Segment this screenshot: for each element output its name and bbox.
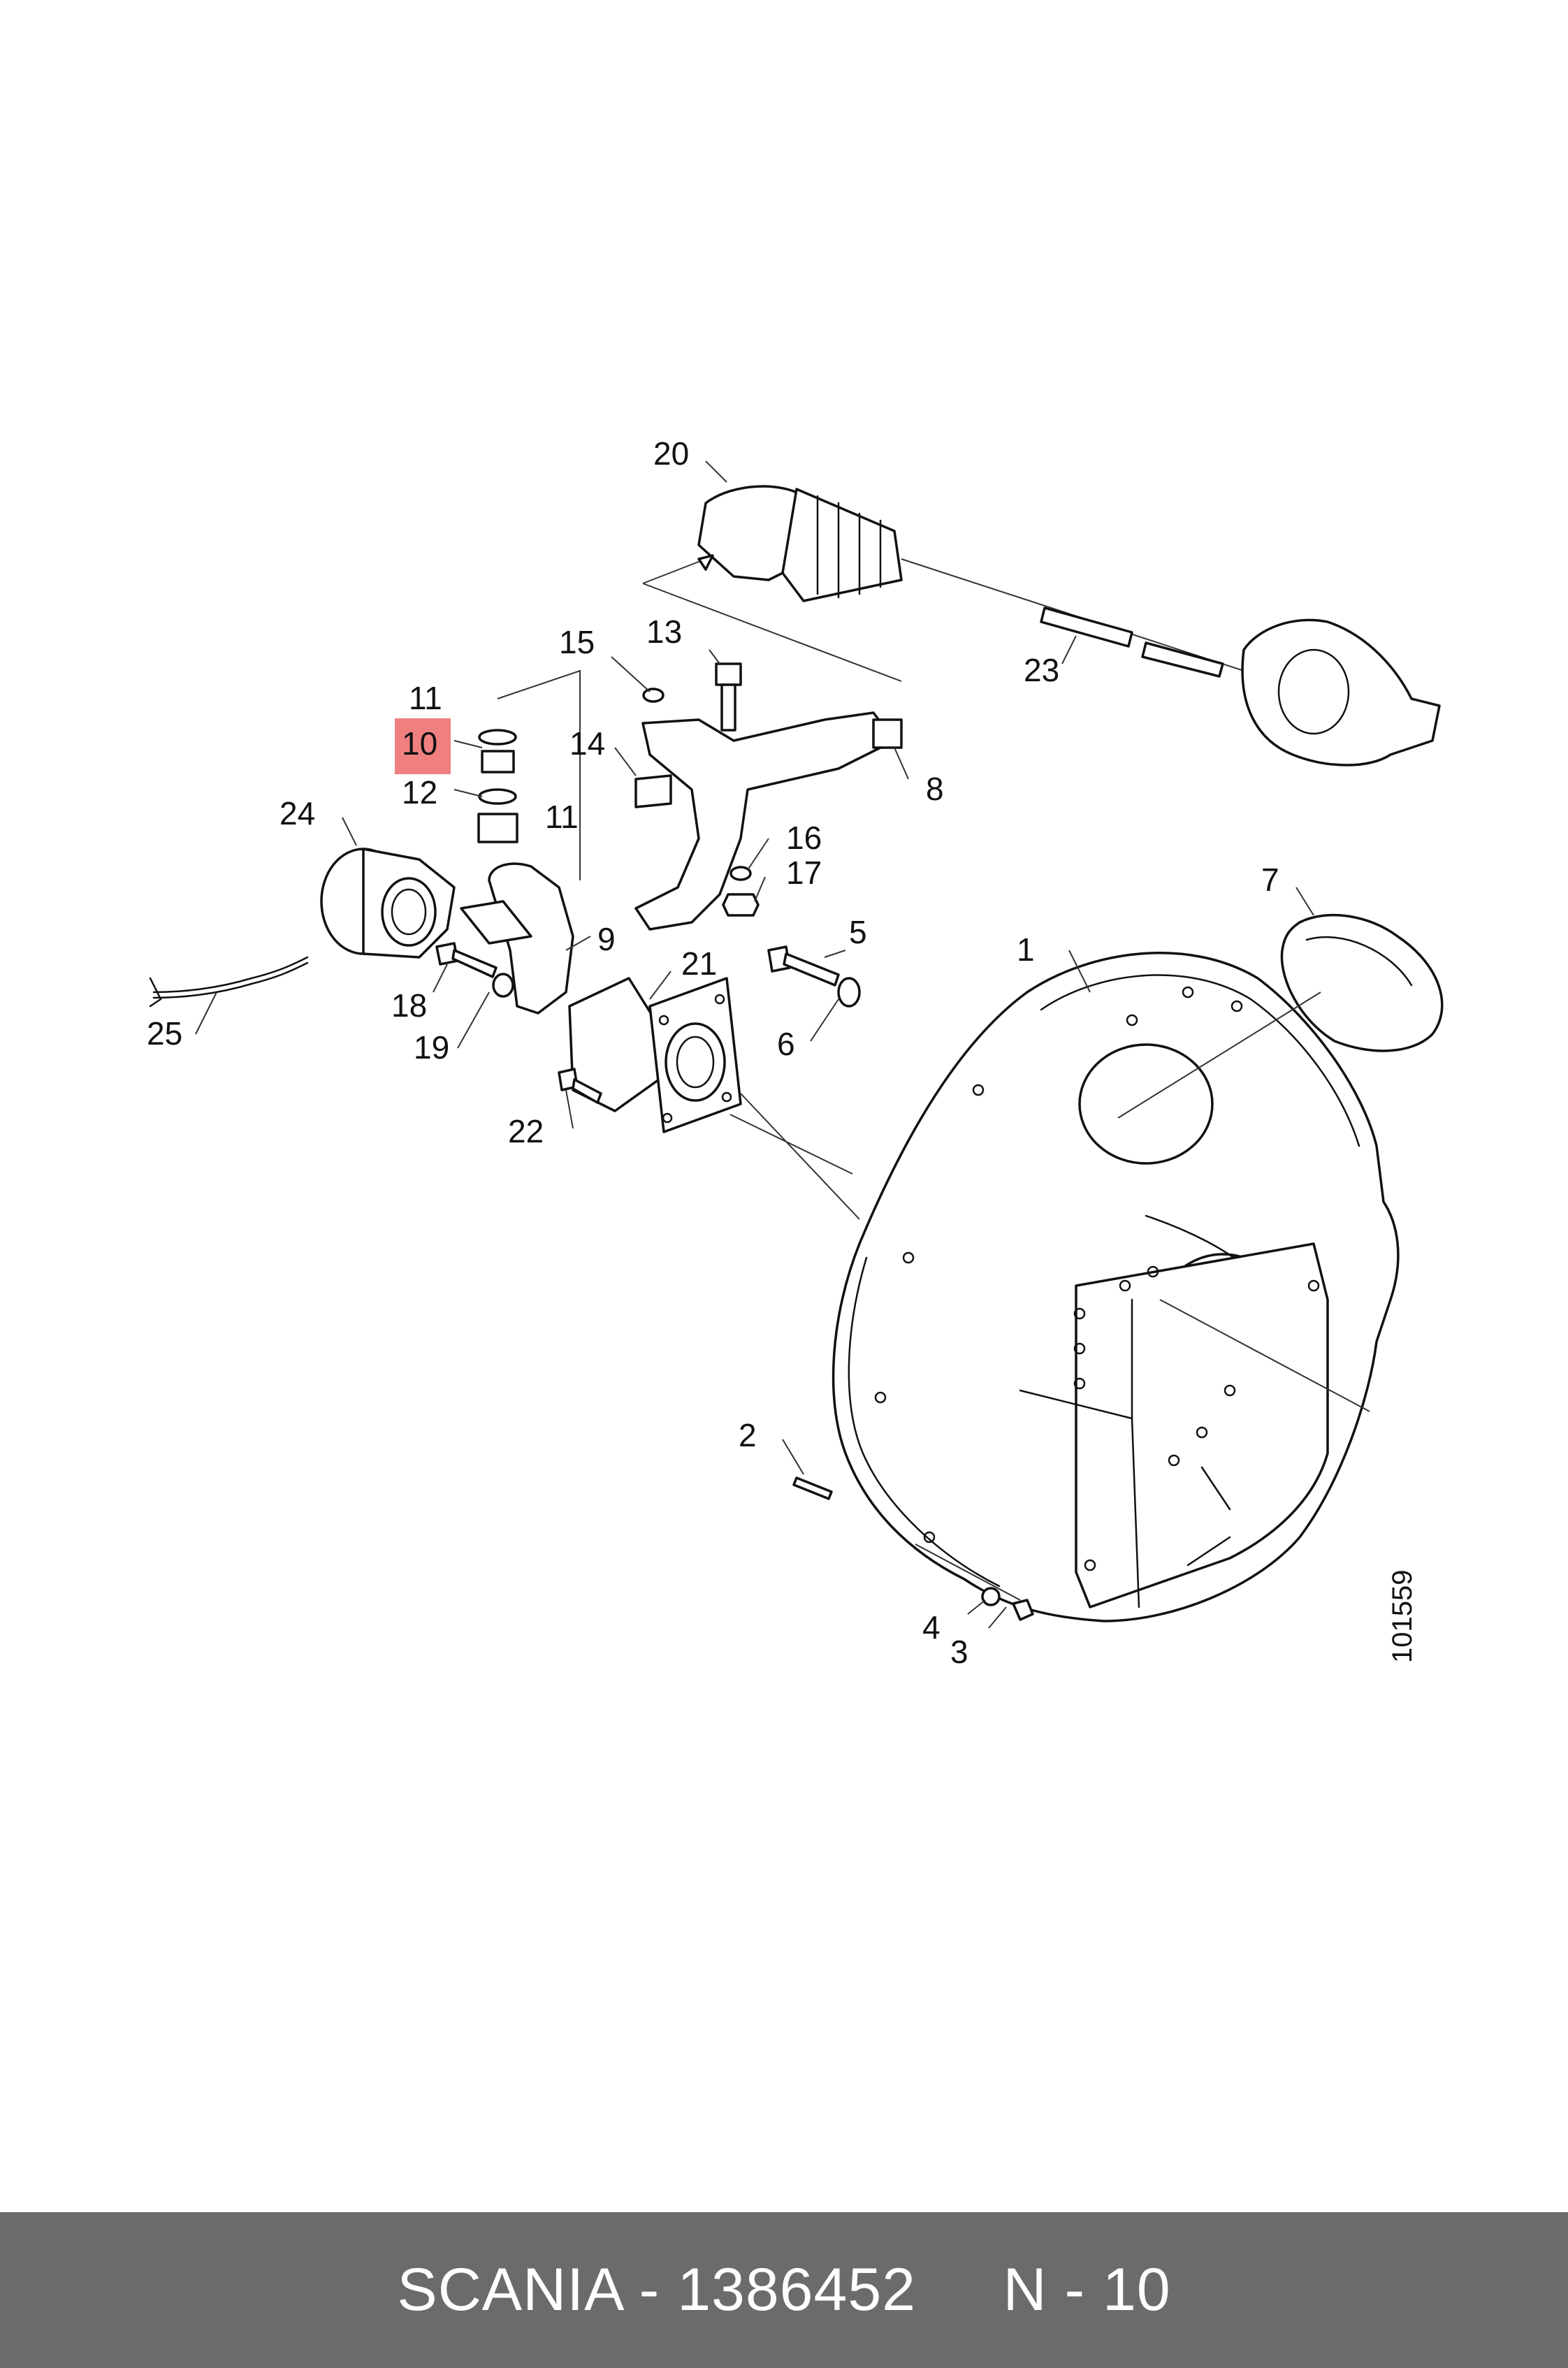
hydraulic-hose xyxy=(149,956,309,1008)
pedal-bracket xyxy=(634,711,903,931)
label-7: 7 xyxy=(1261,862,1279,898)
exploded-parts-diagram: 1 2 3 4 5 6 7 8 9 10 11 11 12 13 14 15 1… xyxy=(147,435,1444,1670)
label-4: 4 xyxy=(922,1609,941,1646)
clutch-housing xyxy=(832,952,1400,1622)
rubber-bellows xyxy=(642,485,903,682)
label-13: 13 xyxy=(646,613,682,650)
label-11-bottom: 11 xyxy=(545,799,579,835)
label-25: 25 xyxy=(147,1015,182,1052)
label-19: 19 xyxy=(414,1029,449,1066)
master-cylinder xyxy=(1241,618,1441,767)
label-3: 3 xyxy=(950,1634,968,1670)
label-1: 1 xyxy=(1017,931,1035,968)
highlight-box-10 xyxy=(395,718,451,774)
footer-part-info: SCANIA - 1386452 N - 10 xyxy=(397,2256,1171,2323)
label-24: 24 xyxy=(280,795,315,831)
assembly-axis-lines xyxy=(729,991,1370,1601)
push-rod xyxy=(901,558,1244,678)
label-21: 21 xyxy=(681,945,717,982)
label-14: 14 xyxy=(569,725,605,762)
label-12: 12 xyxy=(402,774,437,811)
bushing-stack xyxy=(477,669,581,880)
label-15: 15 xyxy=(559,624,595,660)
bolt-5-washer-6 xyxy=(767,945,861,1008)
drawing-number: 101559 xyxy=(1387,1570,1418,1663)
inspection-cover xyxy=(1280,913,1444,1052)
label-18: 18 xyxy=(391,987,427,1024)
release-bearing xyxy=(320,848,456,959)
label-20: 20 xyxy=(653,435,689,472)
release-cylinder-housing xyxy=(568,977,742,1133)
label-16: 16 xyxy=(786,820,822,856)
label-17: 17 xyxy=(786,855,822,891)
label-10: 10 xyxy=(402,725,437,762)
footer-bar: SCANIA - 1386452 N - 10 xyxy=(0,2212,1568,2368)
label-23: 23 xyxy=(1024,652,1059,688)
bolts-18-19-22 xyxy=(435,942,602,1104)
label-8: 8 xyxy=(926,771,944,807)
label-22: 22 xyxy=(508,1113,544,1149)
callout-labels: 1 2 3 4 5 6 7 8 9 10 11 11 12 13 14 15 1… xyxy=(147,435,1279,1670)
label-6: 6 xyxy=(777,1026,795,1062)
release-fork xyxy=(460,862,574,1015)
fasteners xyxy=(642,662,760,917)
label-leader-lines xyxy=(195,460,1314,1629)
label-5: 5 xyxy=(849,914,867,950)
label-2: 2 xyxy=(739,1417,757,1453)
small-fasteners-2-3-4 xyxy=(792,1476,1034,1621)
label-9: 9 xyxy=(597,921,616,957)
label-11-top: 11 xyxy=(409,680,442,716)
